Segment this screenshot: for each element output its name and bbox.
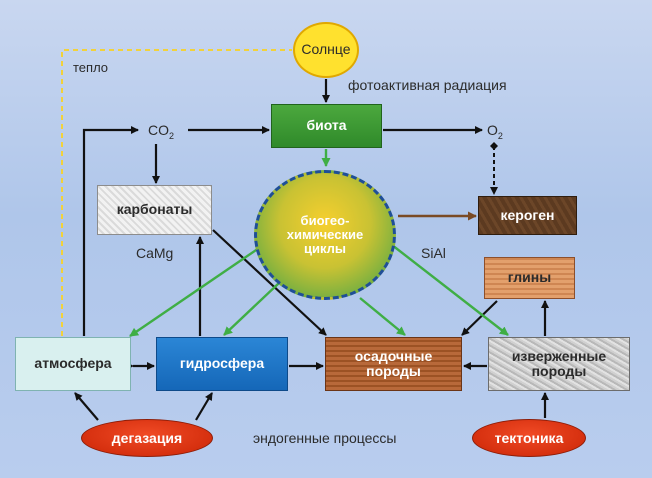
green-arrow-cycles-atmosphere (129, 245, 263, 337)
carbonates-node: карбонаты (97, 185, 212, 235)
biogeochemical-cycles-node: биогео- химические циклы (254, 170, 396, 300)
hydrosphere-label: гидросфера (179, 355, 265, 372)
arrow-clays-sedimentary (461, 300, 498, 336)
arrow-atmosphere-co2 (82, 126, 139, 336)
sial-label: SiAl (421, 245, 446, 261)
co2-text: CO (148, 122, 169, 138)
o2-subscript: 2 (497, 130, 503, 141)
tectonics-label: тектоника (494, 430, 564, 446)
degassing-label: дегазация (111, 430, 183, 446)
arrow-degassing-atmosphere (74, 392, 99, 421)
atmosphere-label: атмосфера (34, 355, 112, 372)
biota-node: биота (271, 104, 382, 148)
sun-node: Солнце (293, 22, 359, 78)
o2-label: O2 (487, 122, 503, 141)
heat-label: тепло (73, 60, 109, 75)
green-arrow-cycles-igneous (391, 244, 509, 336)
carbonates-label: карбонаты (116, 201, 193, 218)
green-arrow-cycles-sedimentary (359, 297, 406, 336)
cycles-label: биогео- химические циклы (286, 212, 364, 257)
green-arrow-cycles-hydrosphere (223, 282, 280, 336)
tectonics-node: тектоника (472, 419, 586, 457)
camg-label: CaMg (136, 245, 174, 261)
sedimentary-rocks-node: осадочные породы (325, 337, 462, 391)
igneous-label: изверженные породы (511, 347, 607, 379)
endogenous-processes-label: эндогенные процессы (253, 430, 397, 446)
o2-text: O (487, 122, 498, 138)
photoactive-radiation-label: фотоактивная радиация (348, 77, 507, 93)
atmosphere-node: атмосфера (15, 337, 131, 391)
clays-label: глины (507, 269, 552, 286)
co2-subscript: 2 (169, 130, 175, 141)
kerogen-node: кероген (478, 196, 577, 235)
arrow-carbonates-sedimentary (212, 229, 327, 336)
kerogen-label: кероген (500, 206, 555, 223)
igneous-rocks-node: изверженные породы (488, 337, 630, 391)
biota-label: биота (306, 117, 347, 134)
hydrosphere-node: гидросфера (156, 337, 288, 391)
co2-label: CO2 (148, 122, 174, 141)
clays-node: глины (484, 257, 575, 299)
sedimentary-label: осадочные породы (354, 347, 433, 379)
degassing-node: дегазация (81, 419, 213, 457)
sun-label: Солнце (301, 41, 351, 58)
arrow-degassing-hydrosphere (195, 392, 213, 421)
